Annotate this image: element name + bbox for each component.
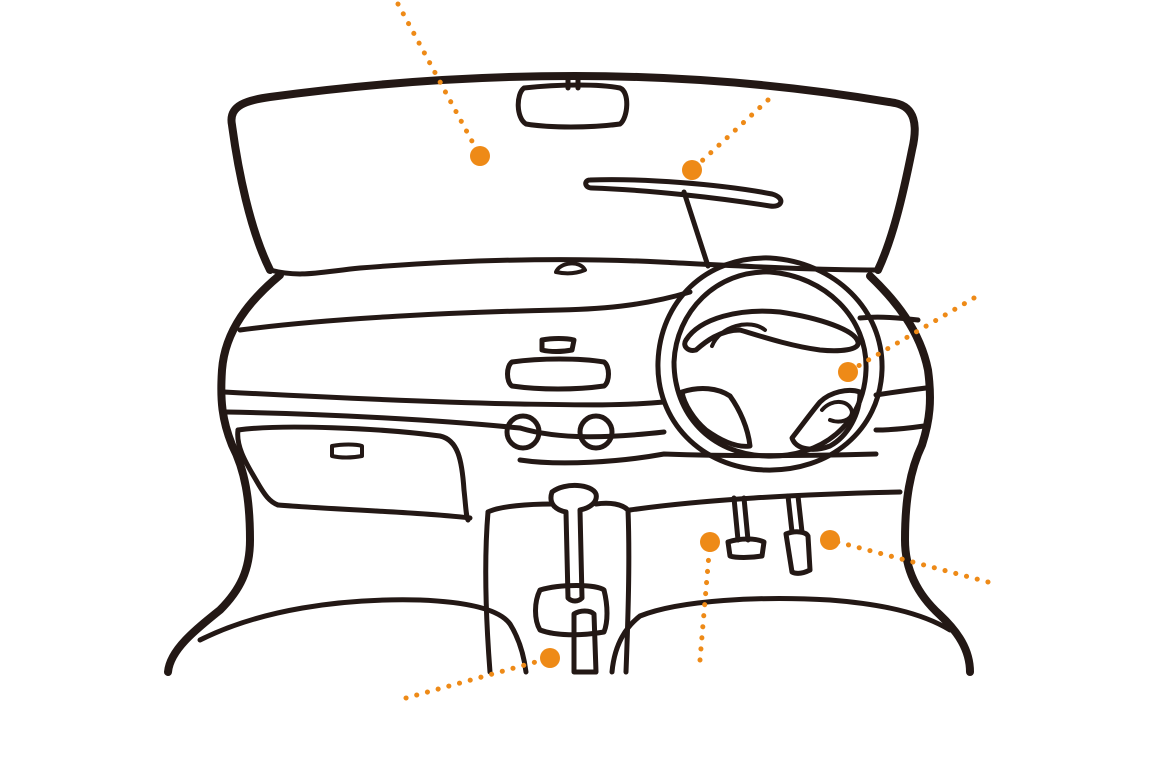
pedals bbox=[728, 496, 810, 573]
callout-dot-shift bbox=[540, 648, 560, 668]
rearview-mirror bbox=[518, 78, 627, 127]
callout-shift bbox=[406, 648, 560, 698]
callout-line-wiper bbox=[692, 100, 768, 170]
callout-accelerator bbox=[700, 532, 720, 660]
callout-dot-steering bbox=[838, 362, 858, 382]
windshield bbox=[231, 76, 914, 274]
center-console bbox=[486, 485, 629, 672]
callout-line-shift bbox=[406, 658, 550, 698]
callout-wiper bbox=[682, 100, 768, 180]
wiper-blade bbox=[586, 180, 781, 266]
callout-dot-brake bbox=[820, 530, 840, 550]
callout-dot-wiper bbox=[682, 160, 702, 180]
callout-dot-accelerator bbox=[700, 532, 720, 552]
callout-dot-windshield bbox=[470, 146, 490, 166]
